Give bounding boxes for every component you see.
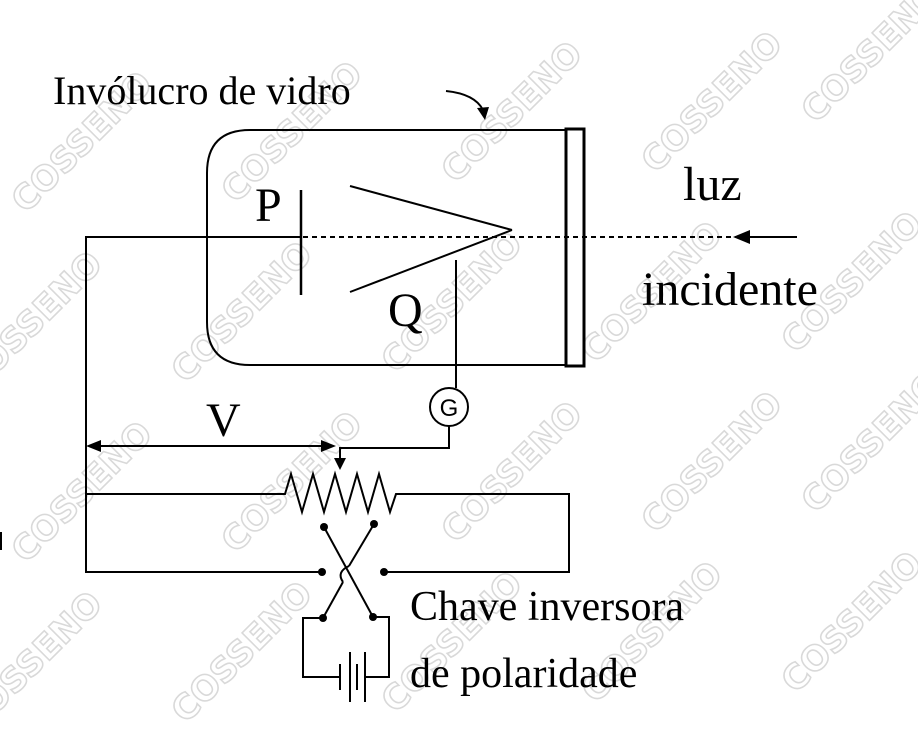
watermark-text: COSSENO xyxy=(0,584,111,729)
switch-contact-mid-left xyxy=(318,568,326,576)
light-label-line1: luz xyxy=(683,158,742,211)
collector-q-lower xyxy=(349,229,513,293)
switch-contact-mid-right xyxy=(380,568,388,576)
switch-contact-top-right xyxy=(370,520,378,528)
watermark-text: COSSENO xyxy=(794,364,918,521)
envelope-pointer-arrowhead xyxy=(477,107,489,120)
wiper-arrowhead xyxy=(334,458,346,470)
collector-q-label: Q xyxy=(388,284,423,337)
battery-wire-right xyxy=(365,616,390,678)
switch-contact-top-left xyxy=(320,523,328,531)
galvanometer-label: G xyxy=(440,395,459,422)
watermark-text: COSSENO xyxy=(634,384,791,541)
voltage-arrowhead-right xyxy=(321,440,336,452)
light-arrowhead xyxy=(733,230,750,244)
wire-galvanometer-to-wiper xyxy=(339,426,450,460)
watermark-text: COSSENO xyxy=(164,234,321,391)
watermark-text: COSSENO xyxy=(0,244,111,401)
watermark-text: COSSENO xyxy=(794,0,918,131)
envelope-pointer-arrow xyxy=(445,90,484,111)
quartz-window xyxy=(564,127,586,368)
envelope-label: Invólucro de vidro xyxy=(53,68,351,113)
watermark-text: COSSENO xyxy=(774,544,918,701)
switch-label-line2: de polaridade xyxy=(410,651,637,697)
switch-blade-crossover xyxy=(339,565,350,583)
voltage-label: V xyxy=(206,394,241,447)
watermark-text: COSSENO xyxy=(4,414,161,571)
battery-wire-left xyxy=(302,617,340,678)
light-label-line2: incidente xyxy=(642,263,818,316)
switch-blade-2a xyxy=(348,523,375,567)
watermark-text: COSSENO xyxy=(164,574,321,729)
switch-blade-2b xyxy=(322,581,344,619)
collector-q-upper xyxy=(349,185,513,231)
switch-label-line1: Chave inversora xyxy=(410,584,684,630)
glass-envelope xyxy=(206,129,569,366)
resistor-wire xyxy=(86,470,570,573)
voltage-arrowhead-left xyxy=(86,440,101,452)
plate-p-label: P xyxy=(255,179,282,232)
wire-plate-to-left xyxy=(85,236,322,573)
switch-blade-1 xyxy=(323,526,374,618)
